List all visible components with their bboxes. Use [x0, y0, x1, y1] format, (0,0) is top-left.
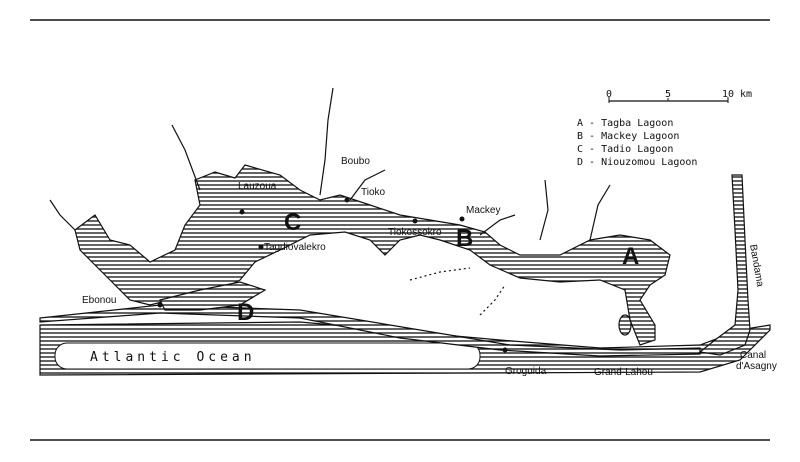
east-creek [539, 179, 549, 241]
lagoon-d-south-lobe [159, 281, 267, 311]
scale-unit: km [740, 89, 752, 100]
legend-name: Tagba Lagoon [601, 118, 673, 129]
svg-text:C - Tadio Lagoon: C - Tadio Lagoon [577, 144, 673, 155]
western-river [171, 124, 201, 191]
legend-name: Tadio Lagoon [601, 144, 673, 155]
legend-key: C [577, 144, 583, 155]
legend-name: Niouzomou Lagoon [601, 157, 697, 168]
scale-tick-0: 0 [606, 89, 612, 100]
north-tagba-creek [589, 184, 611, 241]
place-groguida: Groguida [505, 366, 547, 377]
town-marker [258, 244, 264, 250]
lagoon-letter-b: B [456, 225, 473, 252]
barrier-channel [39, 304, 701, 357]
svg-text:B - Mackey Lagoon: B - Mackey Lagoon [577, 131, 679, 142]
lagoon-letter-a: A [622, 243, 639, 270]
svg-text:A - Tagba Lagoon: A - Tagba Lagoon [577, 118, 673, 129]
town-marker [344, 197, 350, 203]
svg-text:D - Niouzomou Lagoon: D - Niouzomou Lagoon [577, 157, 697, 168]
place-canal-line2: d'Asagny [736, 361, 777, 372]
legend-key: A [577, 118, 583, 129]
town-marker [502, 347, 508, 353]
legend: A - Tagba Lagoon B - Mackey Lagoon C - T… [577, 118, 697, 168]
island-islet [618, 314, 632, 336]
legend-key: D [577, 157, 583, 168]
lagoon-letter-d: D [237, 299, 254, 326]
bandama-label: Bandama [747, 244, 765, 288]
town-marker [459, 216, 465, 222]
place-ebonou: Ebonou [82, 295, 116, 306]
place-boubo: Boubo [341, 156, 370, 167]
ocean-label: Atlantic Ocean [90, 350, 256, 365]
scale-tick-5: 5 [665, 89, 671, 100]
legend-key: B [577, 131, 583, 142]
dotted-track-2 [479, 284, 506, 316]
lagoon-complex [74, 164, 671, 346]
place-grand-lahou: Grand-Lahou [594, 367, 653, 378]
tioko-creek [349, 169, 386, 201]
place-tioko: Tioko [361, 187, 386, 198]
legend-name: Mackey Lagoon [601, 131, 679, 142]
scale-tick-10: 10 [722, 89, 734, 100]
dotted-track [409, 267, 471, 281]
town-marker [157, 302, 163, 308]
west-inlet [49, 199, 76, 231]
place-lauzoua: Lauzoua [238, 181, 277, 192]
mackey-creek [479, 214, 516, 236]
ocean-label-box [54, 342, 481, 370]
town-marker [412, 218, 418, 224]
town-marker [239, 209, 245, 215]
place-tiokossokro: Tiokossokro [388, 227, 442, 238]
place-mackey: Mackey [466, 205, 500, 216]
boubo-river [319, 87, 334, 196]
place-canal-line1: Canal [740, 350, 766, 361]
scale-bar: 0 5 10 km [606, 89, 752, 103]
bandama-river [698, 174, 751, 356]
place-tagdiovalekro: Tagdiovalekro [264, 242, 326, 253]
lagoon-letter-c: C [284, 209, 301, 236]
